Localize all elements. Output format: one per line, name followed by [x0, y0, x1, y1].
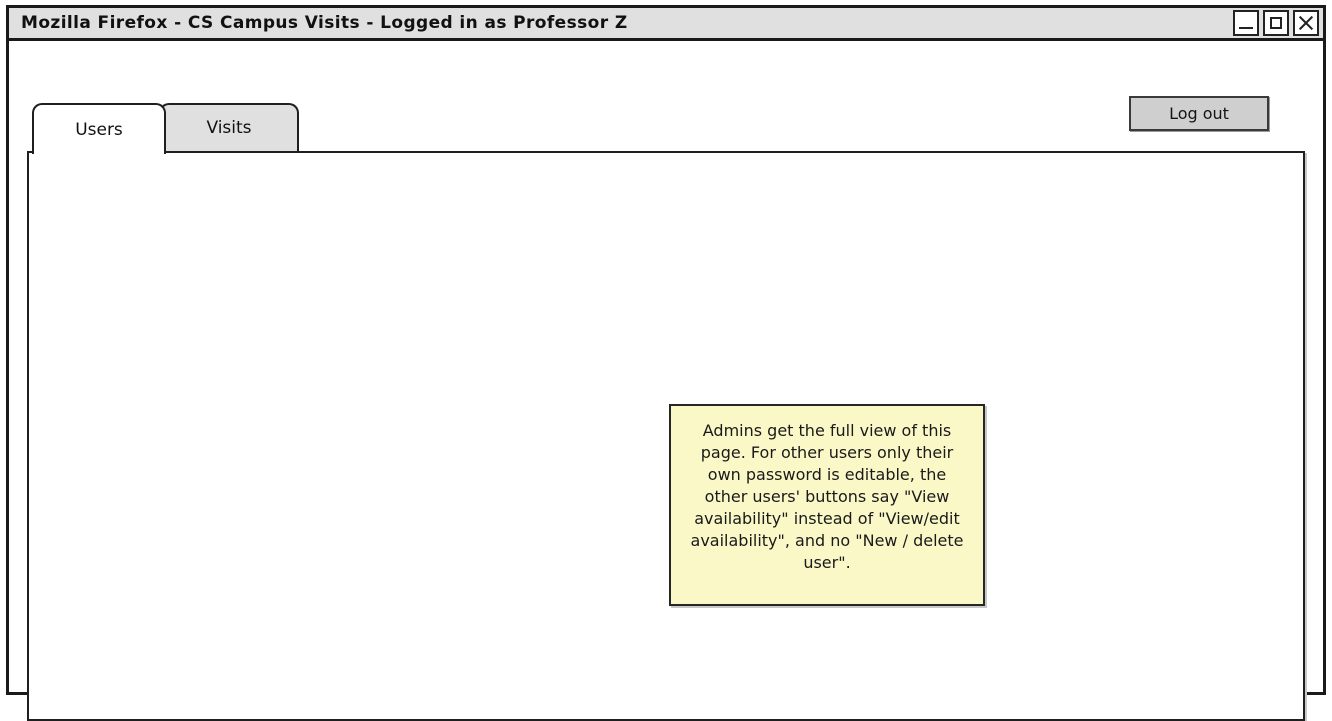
window-title: Mozilla Firefox - CS Campus Visits - Log… — [21, 13, 628, 33]
browser-window: Mozilla Firefox - CS Campus Visits - Log… — [6, 5, 1326, 721]
sticky-note: Admins get the full view of this page. F… — [669, 404, 985, 606]
page-content: Log out Visits Users Name Email Password… — [9, 41, 1323, 721]
log-out-button[interactable]: Log out — [1129, 96, 1269, 131]
window-controls — [1233, 10, 1319, 36]
tab-visits[interactable]: Visits — [159, 103, 299, 151]
active-tab-join — [34, 149, 164, 154]
sticky-note-text: Admins get the full view of this page. F… — [690, 421, 964, 573]
users-panel — [27, 151, 1305, 721]
minimize-icon[interactable] — [1233, 10, 1259, 36]
maximize-icon[interactable] — [1263, 10, 1289, 36]
close-icon[interactable] — [1293, 10, 1319, 36]
tab-users[interactable]: Users — [32, 103, 166, 154]
title-bar: Mozilla Firefox - CS Campus Visits - Log… — [9, 8, 1323, 41]
